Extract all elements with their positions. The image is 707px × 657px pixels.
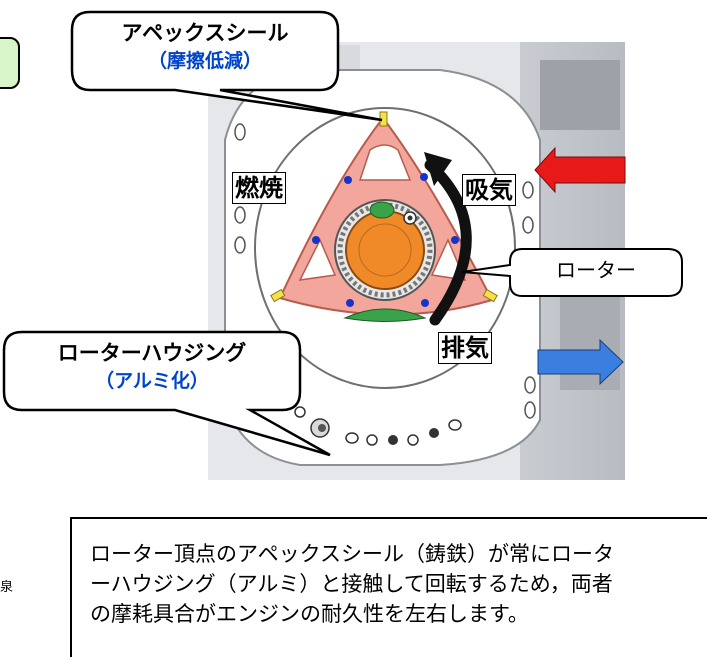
rotor-housing-sublabel: （アルミ化） [95,370,209,392]
apex-seal-callout-bubble [70,10,383,122]
intake-label: 吸気 [462,174,516,206]
apex-seal-sublabel: （摩擦低減） [147,50,262,72]
intake-arrow [534,146,626,194]
rotor-housing-callout-bubble [2,330,331,457]
rotation-arrow-head [424,152,452,186]
note-line-3: の摩耗具合がエンジンの耐久性を左右します。 [90,602,529,626]
note-line-2: ーハウジング（アルミ）と接触して回転するため，両者 [90,572,613,596]
note-line-1: ローター頂点のアペックスシール（鋳鉄）が常にロータ [90,542,614,566]
rotor-callout-bubble [461,248,683,297]
exhaust-label: 排気 [438,332,492,364]
edge-green-box [0,37,20,89]
rotation-arrow-curve [424,159,472,326]
rotor-bolt-dots [312,173,459,307]
apex-seal-label: アペックスシール [121,21,289,45]
exhaust-arrow [537,338,624,386]
explanation-note: ローター頂点のアペックスシール（鋳鉄）が常にロータ ーハウジング（アルミ）と接触… [70,517,707,657]
rotor-label: ローター [556,258,636,282]
combustion-label: 燃焼 [232,172,286,204]
bottom-bolt-ring [294,406,462,446]
edge-char: 泉 [0,580,14,595]
rotor-housing-label: ローターハウジング [57,341,247,365]
apex-seals [270,111,498,303]
